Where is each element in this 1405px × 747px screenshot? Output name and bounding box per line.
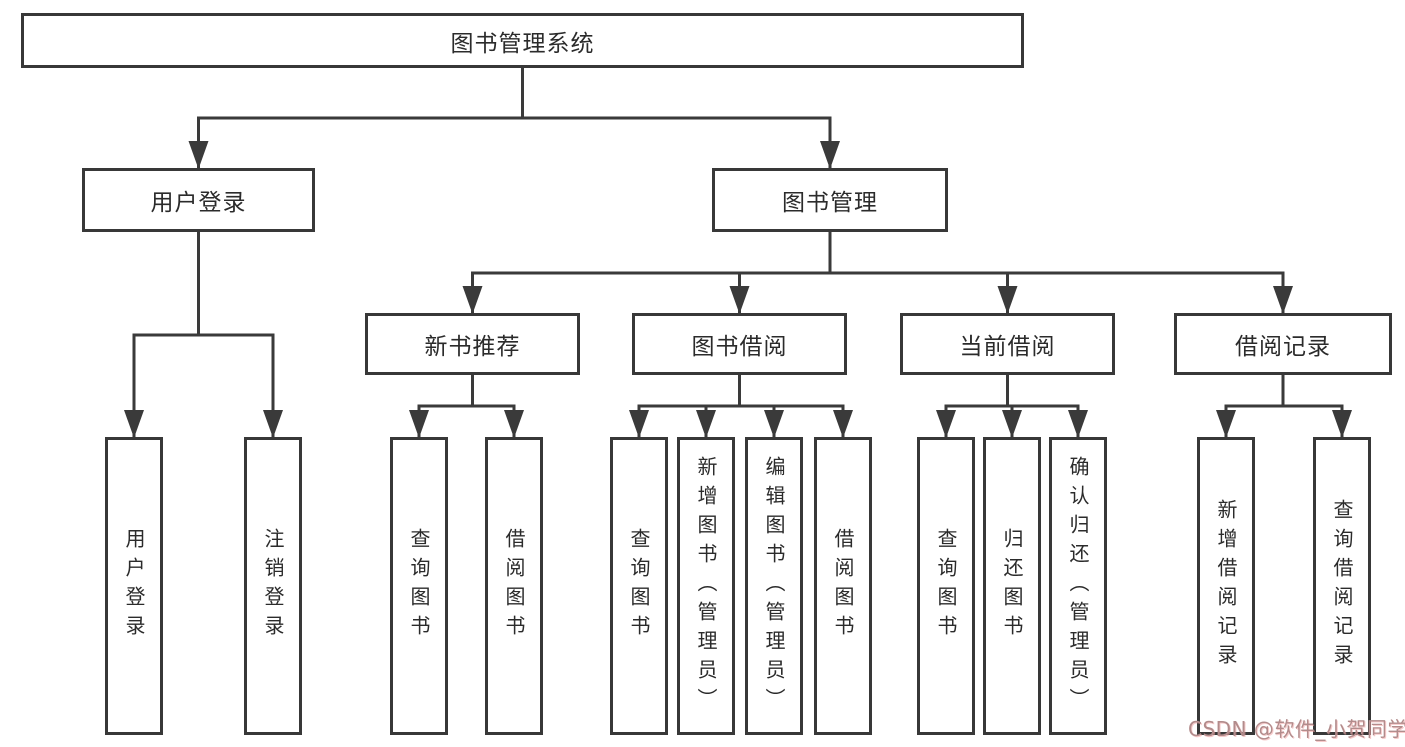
node-query-book-2: 查询图书 bbox=[610, 437, 668, 735]
node-edit-book-admin: 编辑图书（管理员） bbox=[745, 437, 803, 735]
node-borrow-book-1: 借阅图书 bbox=[485, 437, 543, 735]
node-book-borrow: 图书借阅 bbox=[632, 313, 847, 375]
node-add-borrow-record: 新增借阅记录 bbox=[1197, 437, 1255, 735]
node-current-borrow: 当前借阅 bbox=[900, 313, 1115, 375]
node-book-management: 图书管理 bbox=[712, 168, 948, 232]
node-query-book-3: 查询图书 bbox=[917, 437, 975, 735]
node-user-login: 用户登录 bbox=[82, 168, 315, 232]
node-confirm-return-admin: 确认归还（管理员） bbox=[1049, 437, 1107, 735]
node-borrow-book-2: 借阅图书 bbox=[814, 437, 872, 735]
node-library-management-system: 图书管理系统 bbox=[21, 13, 1024, 68]
node-new-book-recommend: 新书推荐 bbox=[365, 313, 580, 375]
node-logout-leaf: 注销登录 bbox=[244, 437, 302, 735]
csdn-watermark: CSDN @软件_小贺同学 bbox=[1188, 717, 1405, 741]
node-borrow-records: 借阅记录 bbox=[1174, 313, 1392, 375]
node-query-borrow-record: 查询借阅记录 bbox=[1313, 437, 1371, 735]
node-user-login-leaf: 用户登录 bbox=[105, 437, 163, 735]
node-add-book-admin: 新增图书（管理员） bbox=[677, 437, 735, 735]
node-query-book-1: 查询图书 bbox=[390, 437, 448, 735]
node-return-book: 归还图书 bbox=[983, 437, 1041, 735]
